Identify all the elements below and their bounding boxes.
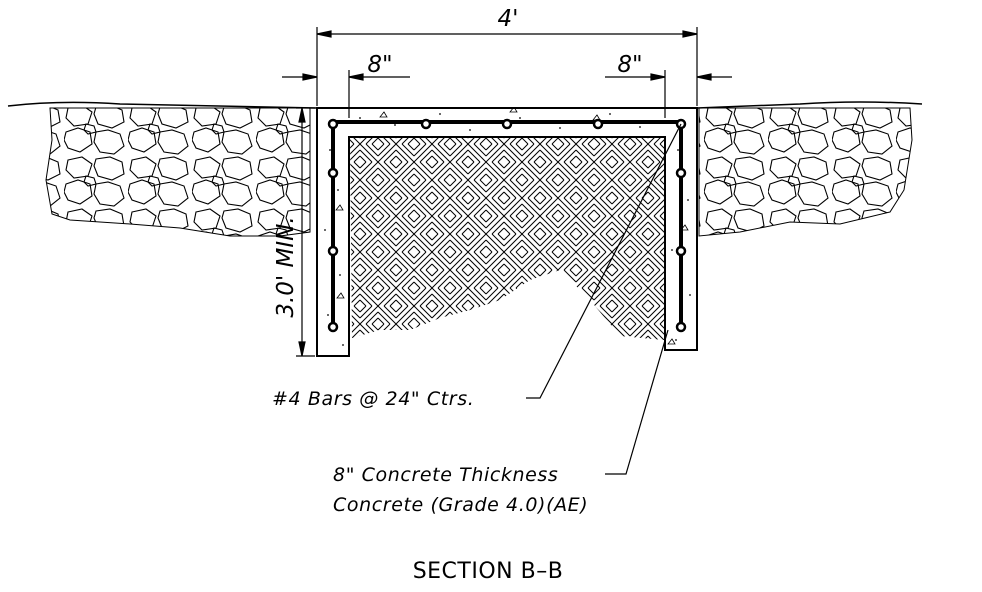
right-thickness-label: 8"	[617, 52, 642, 78]
dim-overall-width	[316, 27, 698, 106]
grade-callout: Concrete (Grade 4.0)(AE)	[333, 494, 588, 516]
rock-fill-right	[698, 107, 913, 237]
rebar-dots	[327, 118, 687, 333]
aggregate-fill	[350, 138, 664, 340]
min-depth-label: 3.0' MIN.	[273, 216, 299, 317]
rebar-callout: #4 Bars @ 24" Ctrs.	[272, 388, 474, 410]
dim-min-depth	[296, 107, 315, 357]
leader-thickness	[605, 329, 669, 475]
concrete-section	[316, 107, 698, 357]
overall-width-label: 4'	[498, 6, 519, 32]
section-title: SECTION B–B	[413, 559, 564, 584]
leader-rebar	[526, 123, 682, 399]
concrete-stipple	[324, 108, 691, 346]
rock-fill-left	[45, 107, 311, 237]
ground-line	[7, 101, 923, 109]
left-thickness-label: 8"	[367, 52, 392, 78]
thickness-callout: 8" Concrete Thickness	[333, 464, 558, 486]
dim-right-thickness	[605, 70, 732, 118]
dim-left-thickness	[282, 70, 410, 118]
